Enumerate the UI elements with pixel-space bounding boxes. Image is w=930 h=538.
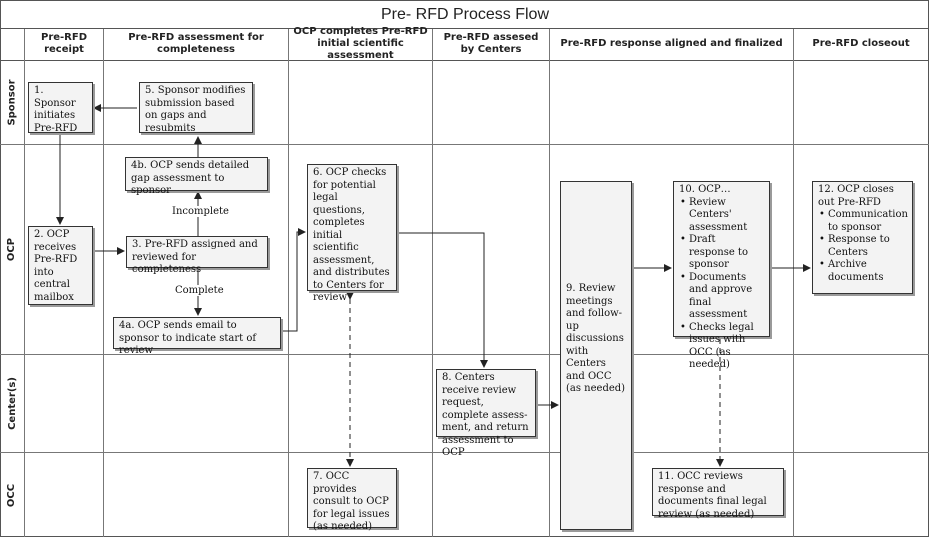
step-8-box: 8. Centers receive review request, compl…	[436, 369, 536, 458]
page-title: Pre- RFD Process Flow	[380, 6, 550, 23]
arrow-4a-to-6	[281, 228, 306, 332]
step-12-title: 12. OCP closes out Pre-RFD	[818, 184, 894, 208]
column-header-completeness: Pre-RFD assessment for completeness	[128, 32, 264, 55]
step-12-list: Communication to sponsor Response to Cen…	[818, 209, 908, 284]
step-10-item: Checks legal issues with OCC (as needed)	[680, 322, 764, 372]
step-12-item: Communication to sponsor	[819, 209, 908, 234]
lane-label-centers: Center(s)	[6, 377, 18, 430]
step-10-box: 10. OCP… Review Centers' assessment Draf…	[673, 181, 770, 370]
lane-label-occ: OCC	[6, 483, 18, 507]
step-7-box: 7. OCC provides consult to OCP for legal…	[307, 468, 397, 532]
step-4b-box: 4b. OCP sends detailed gap assessment to…	[125, 157, 268, 196]
arrow-6-to-8	[397, 232, 488, 368]
flow-arrows	[56, 104, 811, 409]
column-header-receipt: Pre-RFD receipt	[40, 32, 88, 55]
step-11-box: 11. OCC reviews response and documents f…	[652, 468, 784, 520]
step-12-item: Response to Centers	[819, 234, 907, 259]
step-12-box: 12. OCP closes out Pre-RFD Communication…	[812, 181, 913, 294]
column-header-response: Pre-RFD response aligned and finalized	[560, 38, 783, 49]
column-header-closeout: Pre-RFD closeout	[812, 38, 910, 49]
step-10-item: Documents and approve final assessment	[680, 272, 764, 322]
step-1-box: 1. Sponsor initiates Pre-RFD	[28, 82, 93, 134]
lane-dividers	[0, 144, 929, 453]
step-9-box: 9. Review meetings and follow-up discuss…	[560, 181, 632, 530]
step-6-box: 6. OCP checks for potential legal questi…	[307, 164, 397, 303]
column-header-scientific-assessment: OCP completes Pre-RFD initial scientific…	[293, 26, 428, 61]
edge-label-complete: Complete	[173, 285, 226, 296]
step-10-item: Review Centers' assessment	[680, 197, 764, 235]
step-5-box: 5. Sponsor modifies submission based on …	[139, 82, 253, 134]
step-10-title: 10. OCP…	[679, 184, 731, 195]
step-10-list: Review Centers' assessment Draft respons…	[679, 197, 764, 372]
step-10-item: Draft response to sponsor	[680, 234, 764, 272]
lane-label-ocp: OCP	[6, 237, 18, 262]
step-3-box: 3. Pre-RFD assigned and reviewed for com…	[126, 236, 268, 275]
lane-label-sponsor: Sponsor	[6, 79, 18, 126]
edge-label-incomplete: Incomplete	[170, 206, 231, 217]
step-2-box: 2. OCP receives Pre-RFD into central mai…	[28, 226, 93, 305]
column-header-centers: Pre-RFD assesed by Centers	[443, 32, 539, 55]
step-12-item: Archive documents	[819, 259, 907, 284]
step-4a-box: 4a. OCP sends email to sponsor to indica…	[113, 317, 281, 356]
